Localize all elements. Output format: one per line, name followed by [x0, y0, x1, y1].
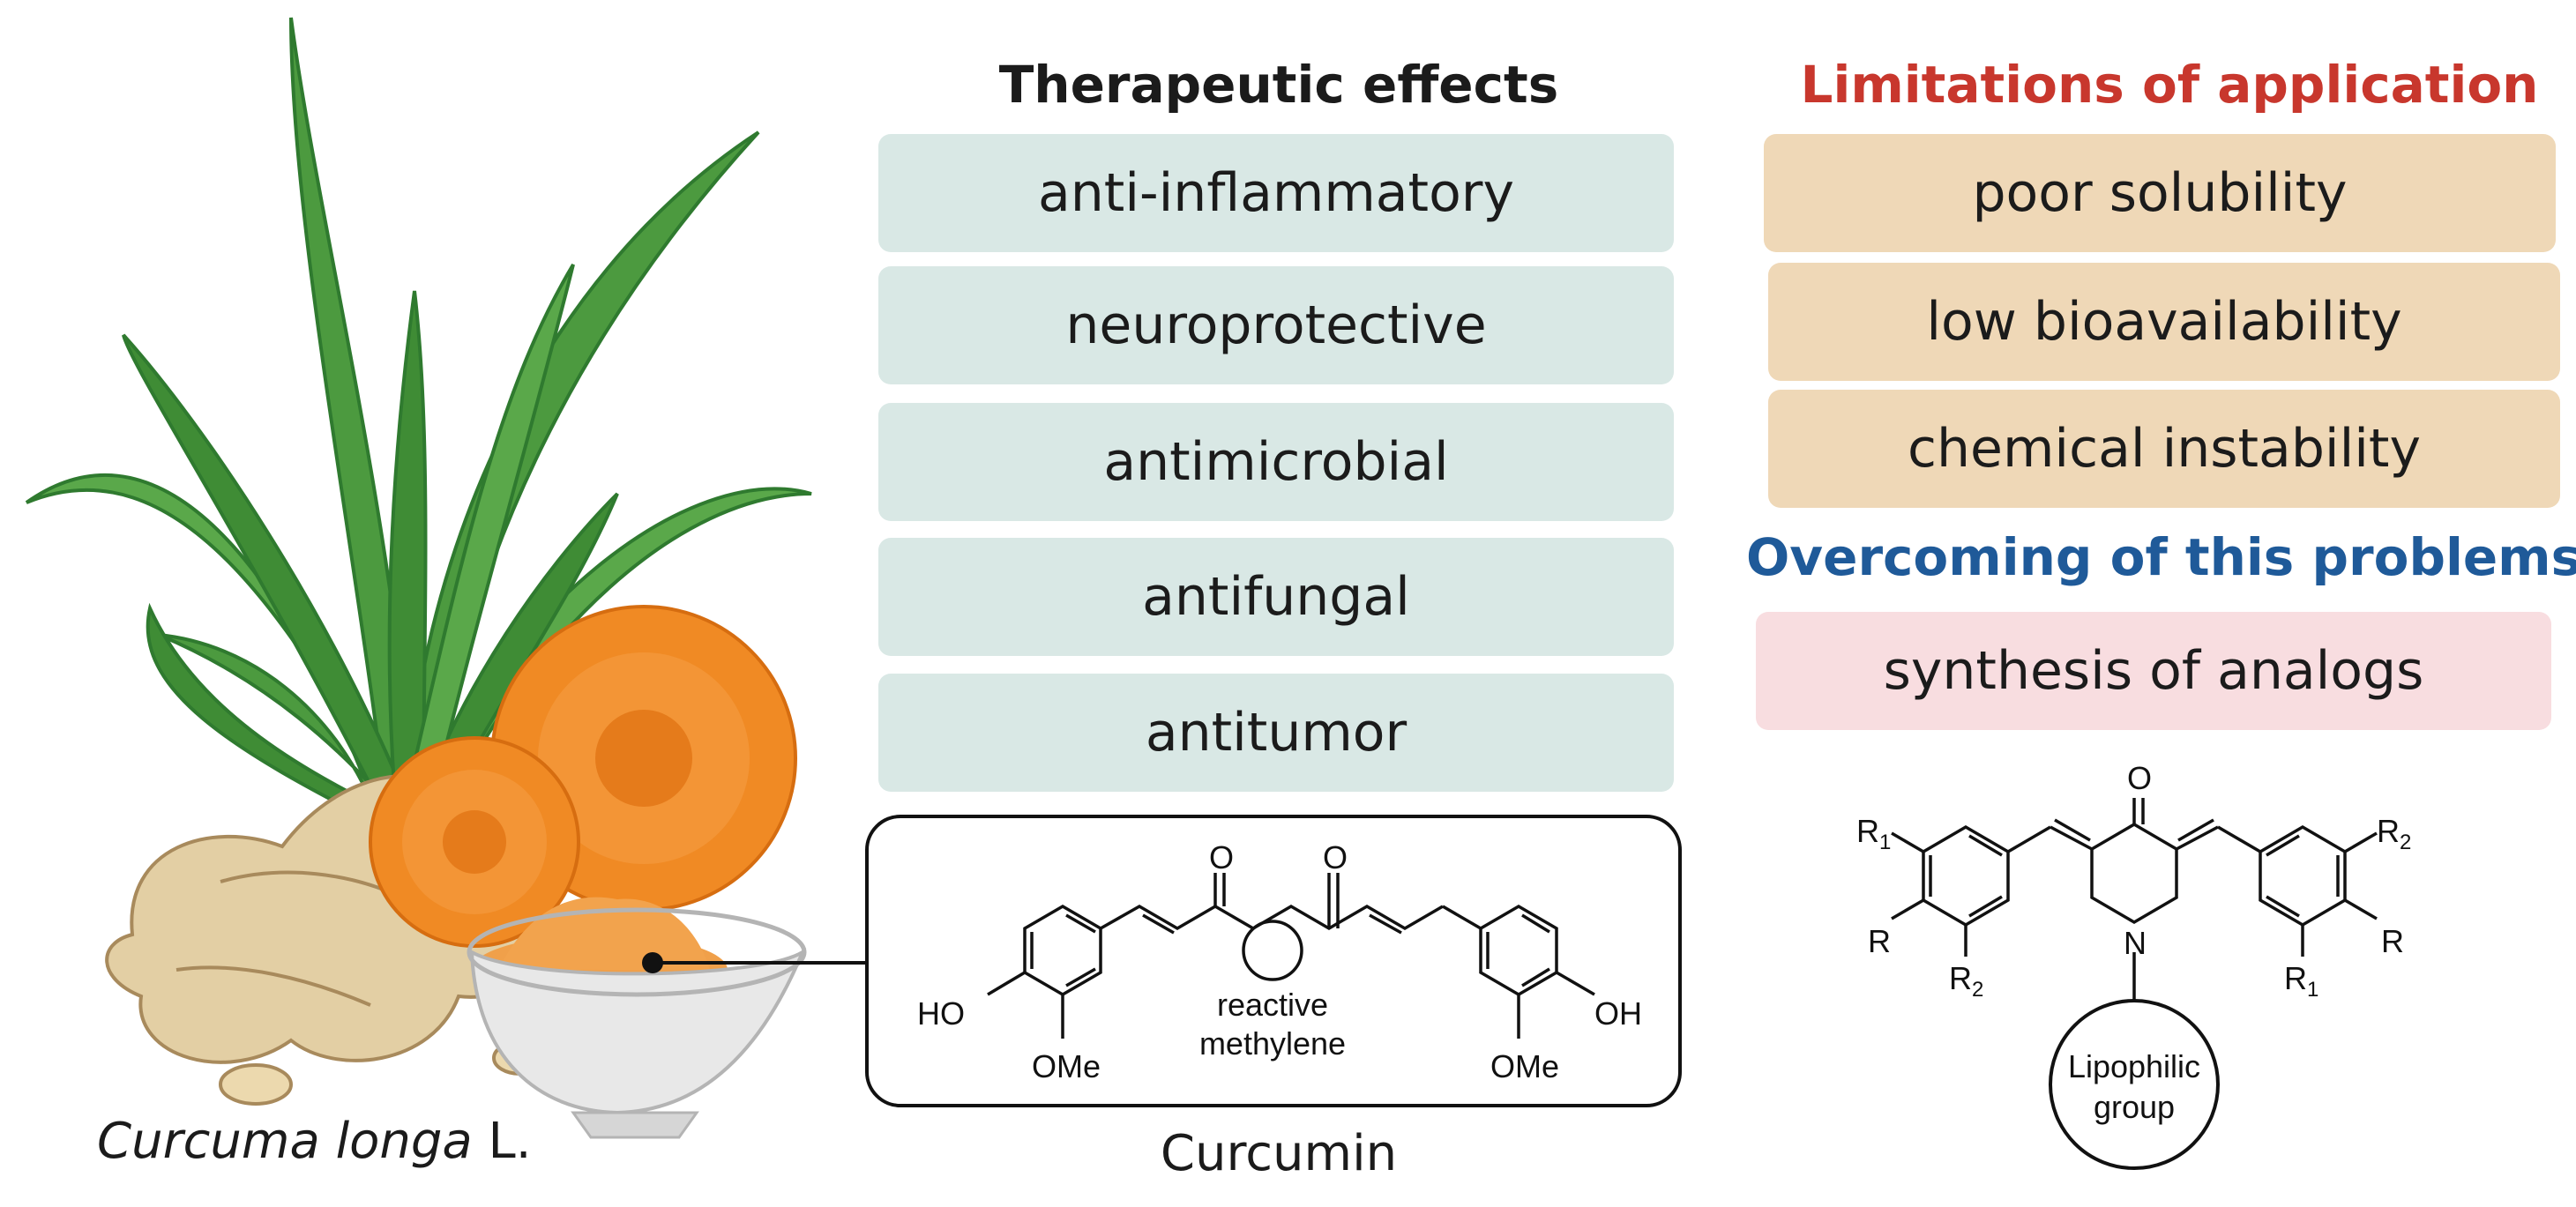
plant-species: Curcuma longa — [97, 1113, 473, 1170]
reactive-label: reactive — [1217, 987, 1328, 1023]
lipophilic-label: Lipophilic — [2068, 1048, 2200, 1084]
limitation-chemical-instability: chemical instability — [1768, 390, 2560, 508]
effect-anti-inflammatory: anti-inflammatory — [878, 134, 1674, 252]
analog-structure — [1891, 798, 2378, 1170]
plant-caption: Curcuma longa L. — [97, 1113, 532, 1170]
curcumin-structure — [865, 815, 1682, 1107]
turmeric-slice-small-icon — [369, 736, 580, 948]
analog-r-right-label: R — [2381, 923, 2404, 959]
limitation-low-bioavailability: low bioavailability — [1768, 263, 2560, 381]
effect-antitumor: antitumor — [878, 674, 1674, 792]
analog-r2-right-label: R2 — [2377, 813, 2411, 854]
analog-n-label: N — [2124, 925, 2147, 961]
curcumin-labels: HO OMe O O reactive methylene OH OMe — [917, 839, 1642, 1084]
curcumin-oh-label: OH — [1594, 995, 1642, 1032]
curcumin-caption: Curcumin — [1160, 1125, 1398, 1182]
curcumin-ome-left-label: OMe — [1032, 1048, 1101, 1084]
curcumin-o-right-label: O — [1323, 839, 1348, 875]
analog-labels: O N R1 R R2 R2 R R1 Lipophilic group — [1856, 760, 2411, 1125]
analog-r1-left-label: R1 — [1856, 813, 1891, 854]
turmeric-powder-bowl-icon — [467, 897, 807, 1139]
overcoming-heading: Overcoming of this problems — [1746, 527, 2576, 587]
therapeutic-effects-heading: Therapeutic effects — [998, 55, 1559, 115]
limitation-poor-solubility: poor solubility — [1764, 134, 2556, 252]
curcumin-ho-label: HO — [917, 995, 965, 1032]
methylene-label: methylene — [1199, 1025, 1346, 1062]
curcumin-ome-right-label: OMe — [1490, 1048, 1559, 1084]
limitations-heading: Limitations of application — [1800, 55, 2539, 115]
analog-r2-left-label: R2 — [1949, 960, 1983, 1002]
analog-o-label: O — [2127, 760, 2152, 796]
analog-r1-right-label: R1 — [2284, 960, 2318, 1002]
plant-author: L. — [472, 1113, 532, 1170]
synthesis-of-analogs-box: synthesis of analogs — [1756, 612, 2551, 730]
curcumin-structure-frame — [865, 815, 1682, 1107]
effect-antimicrobial: antimicrobial — [878, 403, 1674, 521]
effect-neuroprotective: neuroprotective — [878, 266, 1674, 384]
curcumin-o-left-label: O — [1209, 839, 1234, 875]
turmeric-plant-illustration — [25, 17, 869, 1139]
group-label: group — [2094, 1089, 2175, 1125]
effect-antifungal: antifungal — [878, 538, 1674, 656]
analog-r-left-label: R — [1868, 923, 1891, 959]
